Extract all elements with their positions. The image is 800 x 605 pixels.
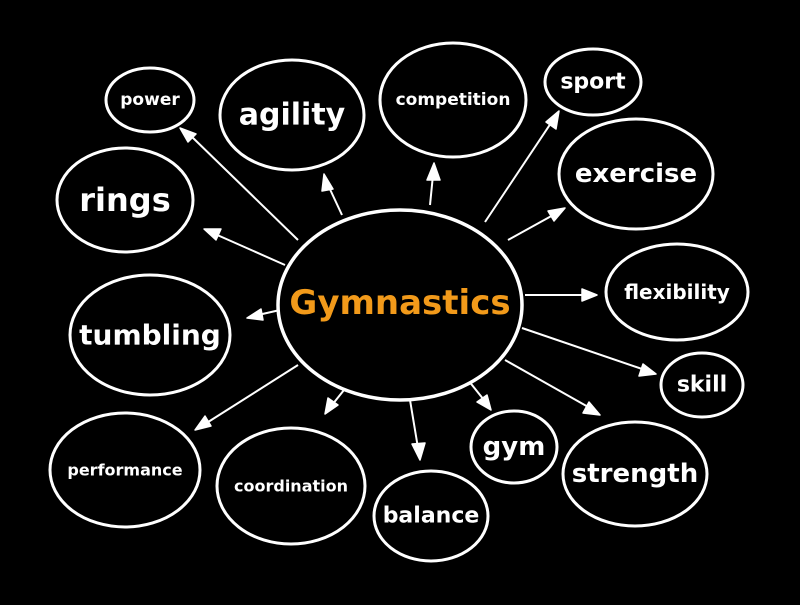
node-balance-label: balance: [383, 504, 480, 529]
center-node: Gymnastics: [276, 208, 524, 402]
node-competition-oval: [378, 41, 528, 159]
arrow-strength-icon: [582, 401, 601, 416]
node-rings: rings: [55, 146, 195, 254]
connector-skill: [521, 327, 646, 371]
node-power-oval: [104, 66, 196, 134]
connector-power: [189, 134, 299, 241]
connector-exercise: [507, 213, 556, 241]
node-sport-oval: [543, 47, 643, 117]
node-balance: balance: [372, 469, 490, 563]
node-flexibility-oval: [604, 242, 750, 342]
node-power: power: [104, 66, 196, 134]
center-node-label: Gymnastics: [289, 283, 510, 323]
center-node-oval: [276, 208, 524, 402]
node-sport: sport: [543, 47, 643, 117]
node-tumbling-oval: [68, 273, 232, 397]
arrow-coordination-icon: [324, 397, 339, 415]
arrow-agility-icon: [321, 173, 334, 192]
node-performance: performance: [48, 411, 202, 529]
node-coordination-label: coordination: [234, 477, 348, 496]
node-coordination-oval: [215, 426, 367, 546]
arrow-sport-icon: [545, 110, 560, 130]
arrow-performance-icon: [194, 415, 212, 431]
node-gym: gym: [469, 409, 559, 485]
node-strength-label: strength: [572, 459, 698, 489]
node-performance-oval: [48, 411, 202, 529]
arrow-competition-icon: [426, 162, 441, 181]
connector-sport: [484, 119, 554, 223]
node-exercise: exercise: [557, 117, 715, 231]
node-gym-label: gym: [483, 432, 546, 462]
node-sport-label: sport: [560, 70, 626, 95]
arrow-flexibility-icon: [581, 288, 598, 302]
node-flexibility-label: flexibility: [624, 280, 730, 304]
node-exercise-label: exercise: [575, 159, 697, 189]
connector-rings: [214, 233, 286, 266]
arrow-rings-icon: [203, 228, 222, 241]
connector-strength: [504, 359, 591, 409]
connector-performance: [204, 364, 299, 425]
node-tumbling-label: tumbling: [79, 319, 221, 352]
node-skill: skill: [659, 351, 745, 419]
node-coordination: coordination: [215, 426, 367, 546]
arrow-power-icon: [179, 127, 197, 143]
node-strength-oval: [561, 420, 709, 528]
node-skill-oval: [659, 351, 745, 419]
node-competition: competition: [378, 41, 528, 159]
node-strength: strength: [561, 420, 709, 528]
arrow-skill-icon: [638, 363, 657, 377]
node-rings-label: rings: [79, 181, 170, 219]
connector-balance: [409, 399, 419, 449]
node-skill-label: skill: [677, 373, 727, 398]
arrow-exercise-icon: [547, 207, 566, 222]
node-rings-oval: [55, 146, 195, 254]
node-gym-oval: [469, 409, 559, 485]
node-power-label: power: [120, 90, 180, 110]
node-performance-label: performance: [67, 461, 182, 480]
node-competition-label: competition: [396, 90, 511, 110]
arrow-tumbling-icon: [246, 308, 264, 321]
node-agility-oval: [218, 58, 366, 172]
arrow-balance-icon: [411, 442, 426, 461]
node-agility-label: agility: [239, 98, 346, 133]
node-exercise-oval: [557, 117, 715, 231]
node-tumbling: tumbling: [68, 273, 232, 397]
node-balance-oval: [372, 469, 490, 563]
node-flexibility: flexibility: [604, 242, 750, 342]
node-agility: agility: [218, 58, 366, 172]
arrow-gym-icon: [476, 394, 492, 411]
